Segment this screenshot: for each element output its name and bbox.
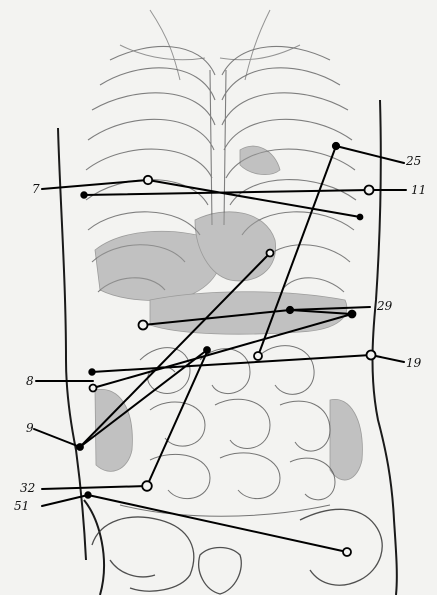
label-25: 25: [406, 155, 421, 167]
marker-ring-11: [365, 186, 374, 195]
marker-dot-25: [333, 143, 339, 149]
marker-ring-25-lower: [254, 352, 262, 360]
label-19: 19: [406, 357, 421, 369]
marker-ring-32: [142, 481, 152, 491]
label-32: 32: [20, 482, 35, 494]
marker-dot-51: [85, 492, 91, 498]
marker-ring-9-upper: [267, 250, 274, 257]
marker-dot-11-left: [81, 192, 87, 198]
marker-dot-29-right: [349, 311, 356, 318]
label-8: 8: [26, 375, 34, 387]
marker-dot-29: [287, 307, 293, 313]
marker-ring-51-right: [343, 548, 351, 556]
label-7: 7: [32, 183, 40, 195]
marker-dot-9: [77, 444, 83, 450]
marker-dot-7-right: [358, 215, 363, 220]
marker-dot-19-left: [89, 369, 95, 375]
label-51: 51: [14, 500, 29, 512]
marker-dot-central: [204, 347, 210, 353]
label-29: 29: [377, 300, 392, 312]
marker-ring-19: [367, 351, 376, 360]
label-9: 9: [26, 422, 34, 434]
marker-ring-29-left: [139, 321, 148, 330]
transverse-colon-shape: [150, 292, 347, 334]
label-11: 11: [411, 184, 426, 196]
marker-ring-7: [144, 176, 152, 184]
marker-ring-8: [90, 385, 97, 392]
